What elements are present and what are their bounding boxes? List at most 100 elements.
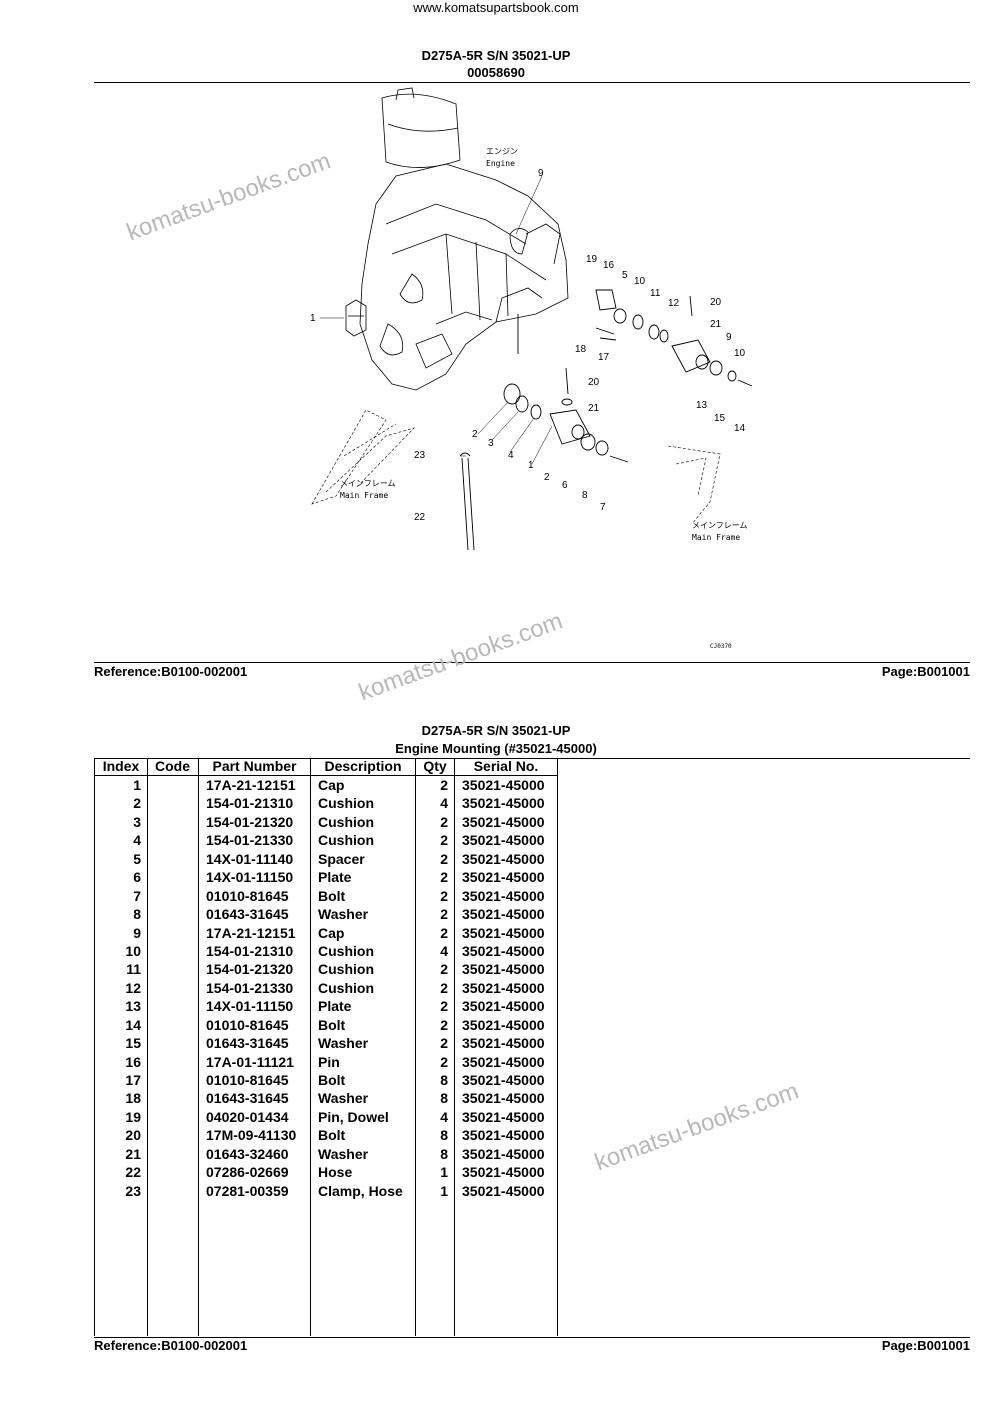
- callout-14: 14: [734, 423, 746, 434]
- serial-cell: 35021-45000: [462, 924, 545, 941]
- index-cell: 12: [125, 979, 141, 996]
- serial-cell: 35021-45000: [462, 777, 545, 793]
- index-cell: 14: [125, 1016, 141, 1033]
- serial-cell: 35021-45000: [462, 942, 545, 959]
- callout-18: 18: [575, 344, 587, 355]
- code-cell: [147, 997, 198, 1015]
- index-cell: 5: [133, 850, 141, 867]
- part-number-cell: 01010-81645: [206, 887, 289, 904]
- description-cell: Bolt: [318, 1127, 346, 1144]
- code-column: Code: [147, 758, 199, 1336]
- code-cell: [147, 942, 198, 960]
- description-cell: Cushion: [318, 795, 374, 812]
- diagram-code: 00058690: [467, 65, 525, 80]
- callout-11: 11: [650, 288, 661, 299]
- serial-cell: 35021-45000: [462, 869, 545, 886]
- part-number-cell: 14X-01-11140: [206, 850, 294, 867]
- index-cell: 15: [125, 1035, 141, 1052]
- part-number-cell: 07281-00359: [206, 1182, 289, 1199]
- part-number-cell: 01010-81645: [206, 1016, 289, 1033]
- qty-cell: 2: [440, 777, 448, 793]
- description-cell: Washer: [318, 1090, 369, 1107]
- description-cell: Cushion: [318, 813, 374, 830]
- description-cell: Pin, Dowel: [318, 1108, 389, 1125]
- parts-header-rule: [94, 758, 970, 759]
- callout-1: 1: [310, 313, 316, 324]
- description-cell: Washer: [318, 906, 369, 923]
- part-number-cell: 14X-01-11150: [206, 998, 294, 1015]
- part-number-cell: 154-01-21330: [206, 832, 294, 849]
- callout-9: 9: [538, 168, 544, 179]
- description-cell: Spacer: [318, 850, 365, 867]
- code-cell: [147, 1071, 198, 1089]
- part-number-cell: 17M-09-41130: [206, 1127, 297, 1144]
- diagram-page: Page:B001001: [881, 664, 970, 679]
- diagram-footer-rule: [94, 662, 970, 663]
- parts-reference: Reference:B0100-002001: [94, 1338, 248, 1353]
- qty-cell: 4: [440, 942, 448, 959]
- code-cell: [147, 1034, 198, 1052]
- engine-label-jp: エンジン: [486, 147, 518, 156]
- qty-cell: 2: [440, 979, 448, 996]
- serial-cell: 35021-45000: [462, 961, 545, 978]
- code-cell: [147, 1126, 198, 1144]
- part-number-cell: 154-01-21320: [206, 961, 294, 978]
- callout-4: 4: [508, 450, 514, 461]
- main-frame-label-en-left: Main Frame: [340, 491, 388, 500]
- callout-20b: 20: [588, 377, 600, 388]
- callout-21b: 21: [588, 403, 600, 414]
- engine-label-en: Engine: [486, 159, 515, 168]
- serial-cell: 35021-45000: [462, 1182, 545, 1199]
- callout-10b: 10: [734, 348, 746, 359]
- index-cell: 3: [133, 813, 141, 830]
- site-url[interactable]: www.komatsupartsbook.com: [413, 0, 579, 15]
- watermark-3: komatsu-books.com: [591, 1077, 803, 1177]
- callout-2b: 2: [544, 472, 550, 483]
- qty-cell: 8: [440, 1145, 448, 1162]
- callout-12: 12: [668, 298, 680, 309]
- index-cell: 4: [133, 832, 141, 849]
- qty-cell: 8: [440, 1090, 448, 1107]
- callout-15: 15: [714, 413, 726, 424]
- serial-cell: 35021-45000: [462, 1072, 545, 1088]
- code-cell: [147, 813, 198, 831]
- index-cell: 11: [126, 961, 141, 978]
- qty-cell: 2: [440, 887, 448, 904]
- description-cell: Washer: [318, 1035, 369, 1052]
- code-cell: [147, 960, 198, 978]
- index-cell: 7: [133, 887, 141, 904]
- qty-cell: 2: [440, 906, 448, 923]
- qty-cell: 2: [440, 869, 448, 886]
- serial-cell: 35021-45000: [462, 906, 545, 923]
- code-cell: [147, 979, 198, 997]
- qty-cell: 2: [440, 924, 448, 941]
- serial-cell: 35021-45000: [462, 1145, 545, 1162]
- callout-7: 7: [600, 502, 606, 513]
- code-cell: [147, 868, 198, 886]
- code-cell: [147, 1016, 198, 1034]
- description-cell: Bolt: [318, 887, 346, 904]
- index-cell: 20: [125, 1127, 141, 1144]
- callout-20a: 20: [710, 297, 722, 308]
- part-number-cell: 17A-01-11121: [206, 1053, 294, 1070]
- index-cell: 17: [125, 1072, 141, 1088]
- main-frame-label-jp-right: メインフレーム: [692, 521, 748, 530]
- callout-6: 6: [562, 480, 568, 491]
- index-cell: 2: [133, 795, 141, 812]
- description-cell: Washer: [318, 1145, 369, 1162]
- code-cell: [147, 1089, 198, 1107]
- serial-cell: 35021-45000: [462, 1053, 545, 1070]
- callout-5: 5: [622, 270, 628, 281]
- serial-cell: 35021-45000: [462, 850, 545, 867]
- part-number-cell: 17A-21-12151: [206, 924, 296, 941]
- description-cell: Clamp, Hose: [318, 1182, 403, 1199]
- code-cell: [147, 1163, 198, 1181]
- part-number-cell: 154-01-21330: [206, 979, 294, 996]
- main-frame-label-jp-left: メインフレーム: [340, 479, 396, 488]
- part-number-cell: 01643-31645: [206, 1090, 289, 1107]
- code-header: Code: [147, 758, 198, 776]
- description-cell: Cap: [318, 777, 345, 793]
